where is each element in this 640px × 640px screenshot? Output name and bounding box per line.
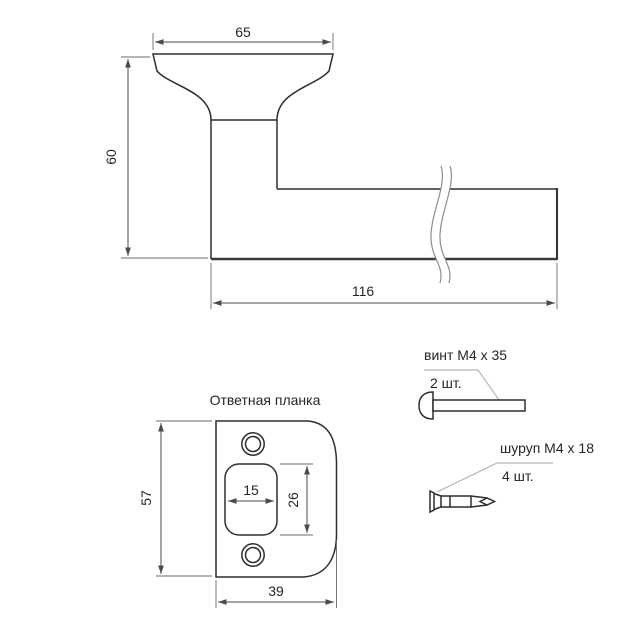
wood-screw-drawing	[429, 489, 497, 514]
screw-hole-inner	[244, 546, 262, 564]
screw-hole-inner	[244, 435, 262, 453]
strike-plate-outline	[215, 420, 338, 578]
strike-plate-title: Ответная планка	[210, 392, 321, 408]
wood-screw-neck	[433, 492, 442, 497]
dimension-latch-width: 15	[228, 482, 274, 504]
wood-screw-label: шуруп М4 х 18	[500, 440, 594, 456]
dimension-value-15: 15	[243, 482, 259, 498]
machine-screw-head	[418, 391, 434, 420]
dimension-value-116: 116	[352, 283, 375, 299]
dimension-handle-height: 60	[103, 56, 208, 259]
dimension-value-60: 60	[103, 149, 119, 165]
screw-hole-top	[241, 432, 265, 456]
machine-screw-leader-line	[424, 369, 503, 405]
wood-screw-tip-chevron	[478, 497, 488, 506]
machine-screw-shaft	[432, 399, 526, 412]
handle-side-view: 65 60 116	[103, 24, 559, 309]
dimension-value-26: 26	[285, 492, 301, 508]
machine-screw-quantity: 2 шт.	[430, 375, 462, 391]
dimension-value-39: 39	[268, 583, 284, 599]
dimension-latch-height: 26	[280, 463, 313, 536]
break-mask	[430, 166, 452, 283]
break-curve-right	[439, 165, 452, 284]
hardware-items: винт М4 х 35 2 шт. шуруп М4 х 18 4 шт.	[418, 347, 594, 514]
latch-cutout	[224, 463, 278, 536]
wood-screw-head	[429, 489, 435, 514]
machine-screw-drawing	[418, 391, 526, 420]
dimension-knob-width: 65	[152, 24, 334, 50]
dimension-plate-height: 57	[138, 420, 212, 577]
wood-screw-shaft	[440, 495, 472, 508]
wood-screw-neck	[433, 506, 442, 511]
strike-plate-view: Ответная планка 15 26	[138, 392, 338, 608]
wood-screw-quantity: 4 шт.	[502, 468, 534, 484]
machine-screw-label: винт М4 х 35	[424, 347, 507, 363]
screw-hole-outer	[241, 543, 265, 567]
dimension-plate-width: 39	[215, 540, 337, 608]
screw-hole-outer	[241, 432, 265, 456]
screw-hole-bottom	[241, 543, 265, 567]
wood-screw-item: шуруп М4 х 18 4 шт.	[429, 440, 594, 514]
wood-screw-leader-line	[436, 462, 553, 493]
dimension-value-57: 57	[138, 490, 154, 506]
break-symbol	[430, 165, 452, 284]
dimension-value-65: 65	[235, 24, 251, 40]
dimension-lever-length: 116	[210, 263, 558, 309]
break-curve-left	[430, 165, 443, 284]
wood-screw-tip	[470, 495, 497, 508]
machine-screw-item: винт М4 х 35 2 шт.	[418, 347, 526, 420]
knob-head-outline	[152, 53, 334, 121]
